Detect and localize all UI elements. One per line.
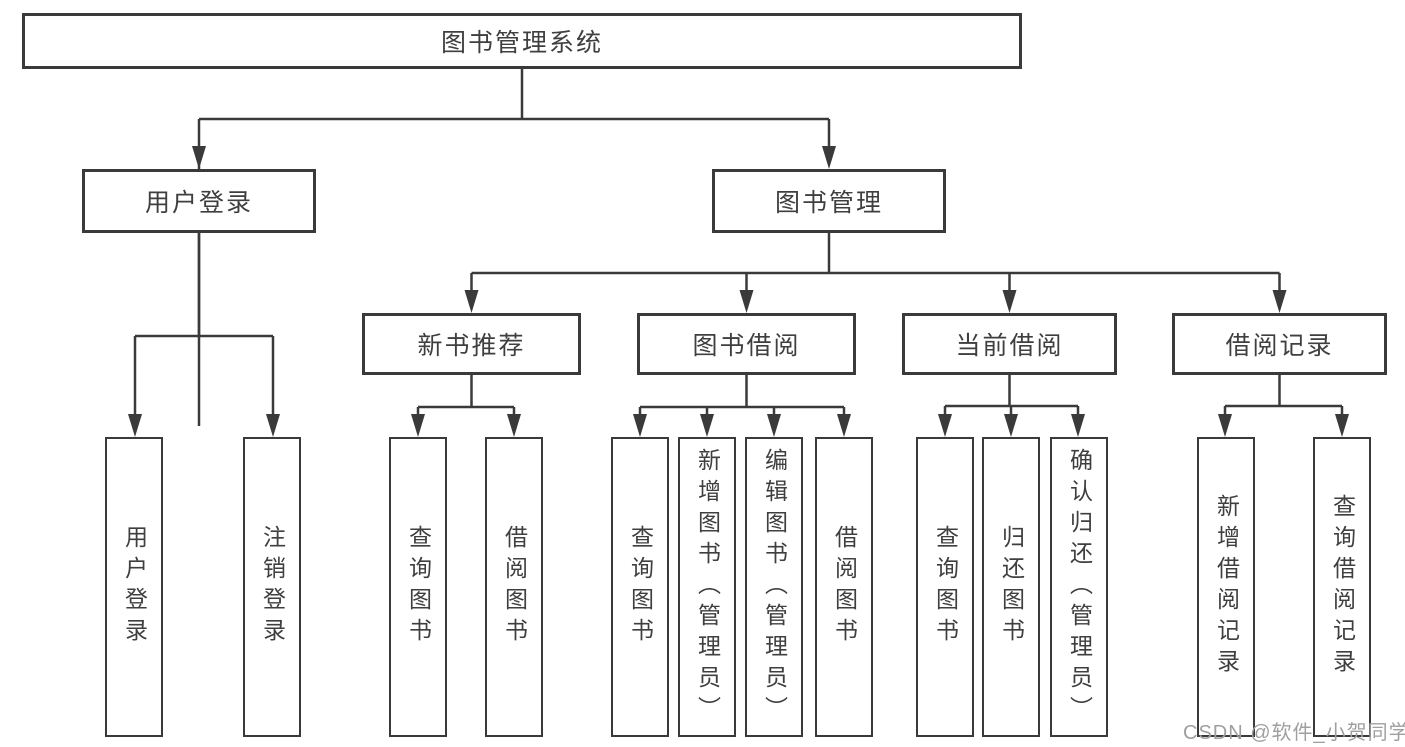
node-leaf-query-borrow-record-label: 查询借阅记录 bbox=[1329, 494, 1356, 680]
node-book-borrowing-label: 图书借阅 bbox=[692, 332, 801, 360]
node-leaf-logout-label: 注销登录 bbox=[259, 525, 286, 649]
node-leaf-add-books-admin: 新增图书（管理员） bbox=[678, 437, 736, 737]
node-leaf-add-borrow-record-label: 新增借阅记录 bbox=[1213, 494, 1240, 680]
node-leaf-confirm-return-admin: 确认归还（管理员） bbox=[1050, 437, 1108, 737]
node-root-label: 图书管理系统 bbox=[440, 29, 603, 57]
node-leaf-edit-books-admin: 编辑图书（管理员） bbox=[745, 437, 803, 737]
node-leaf-query-books-2: 查询图书 bbox=[611, 437, 669, 737]
node-current-borrowing-label: 当前借阅 bbox=[955, 332, 1064, 360]
node-leaf-query-books-3: 查询图书 bbox=[916, 437, 974, 737]
node-leaf-user-login: 用户登录 bbox=[105, 437, 163, 737]
node-leaf-borrow-books-2: 借阅图书 bbox=[815, 437, 873, 737]
node-leaf-return-books-label: 归还图书 bbox=[998, 525, 1025, 649]
node-borrowing-records: 借阅记录 bbox=[1172, 313, 1387, 375]
node-leaf-query-books-2-label: 查询图书 bbox=[627, 525, 654, 649]
node-book-borrowing: 图书借阅 bbox=[637, 313, 856, 375]
node-leaf-query-books-1-label: 查询图书 bbox=[405, 525, 432, 649]
node-leaf-query-books-1: 查询图书 bbox=[389, 437, 447, 737]
node-leaf-return-books: 归还图书 bbox=[982, 437, 1040, 737]
node-root-system: 图书管理系统 bbox=[22, 13, 1022, 69]
node-leaf-logout: 注销登录 bbox=[243, 437, 301, 737]
node-leaf-query-borrow-record: 查询借阅记录 bbox=[1313, 437, 1371, 737]
node-leaf-add-books-admin-label: 新增图书（管理员） bbox=[694, 447, 721, 727]
node-leaf-user-login-label: 用户登录 bbox=[121, 525, 148, 649]
node-current-borrowing: 当前借阅 bbox=[902, 313, 1117, 375]
node-leaf-add-borrow-record: 新增借阅记录 bbox=[1197, 437, 1255, 737]
node-new-book-recommend: 新书推荐 bbox=[362, 313, 581, 375]
node-borrowing-records-label: 借阅记录 bbox=[1225, 332, 1334, 360]
node-leaf-confirm-return-admin-label: 确认归还（管理员） bbox=[1066, 447, 1093, 727]
node-new-book-recommend-label: 新书推荐 bbox=[417, 332, 526, 360]
node-leaf-borrow-books-1: 借阅图书 bbox=[485, 437, 543, 737]
node-leaf-query-books-3-label: 查询图书 bbox=[932, 525, 959, 649]
node-book-management: 图书管理 bbox=[712, 169, 946, 233]
csdn-watermark: CSDN @软件_小贺同学 bbox=[1183, 722, 1405, 744]
node-user-login: 用户登录 bbox=[82, 169, 316, 233]
node-user-login-label: 用户登录 bbox=[144, 189, 253, 217]
node-book-management-label: 图书管理 bbox=[774, 189, 883, 217]
node-leaf-borrow-books-2-label: 借阅图书 bbox=[831, 525, 858, 649]
node-leaf-borrow-books-1-label: 借阅图书 bbox=[501, 525, 528, 649]
node-leaf-edit-books-admin-label: 编辑图书（管理员） bbox=[761, 447, 788, 727]
